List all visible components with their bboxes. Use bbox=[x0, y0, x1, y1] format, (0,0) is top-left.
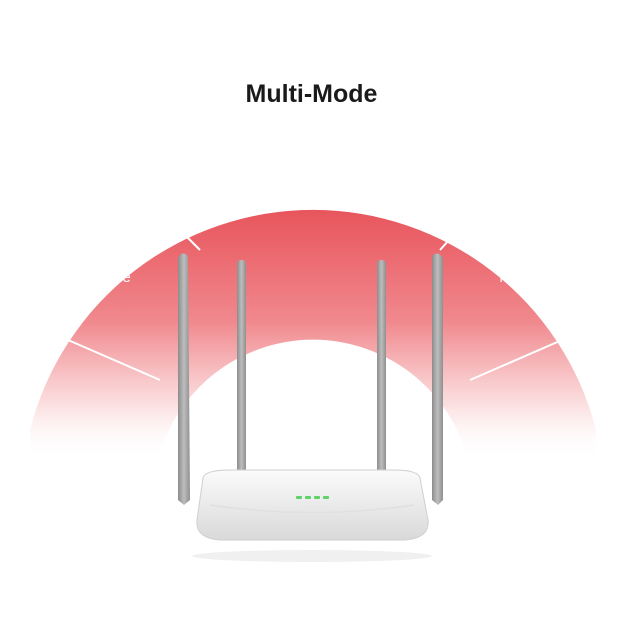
router-device bbox=[178, 253, 443, 562]
antenna-front-right bbox=[432, 253, 443, 505]
mode-arc-band bbox=[30, 209, 596, 460]
antenna-front-left bbox=[178, 253, 190, 505]
antenna-back-right bbox=[377, 260, 386, 480]
router-body bbox=[196, 469, 429, 541]
status-leds bbox=[296, 496, 329, 499]
page-title: Multi-Mode bbox=[245, 80, 378, 108]
segment-dividers bbox=[44, 127, 586, 381]
antenna-back-left bbox=[237, 260, 246, 480]
